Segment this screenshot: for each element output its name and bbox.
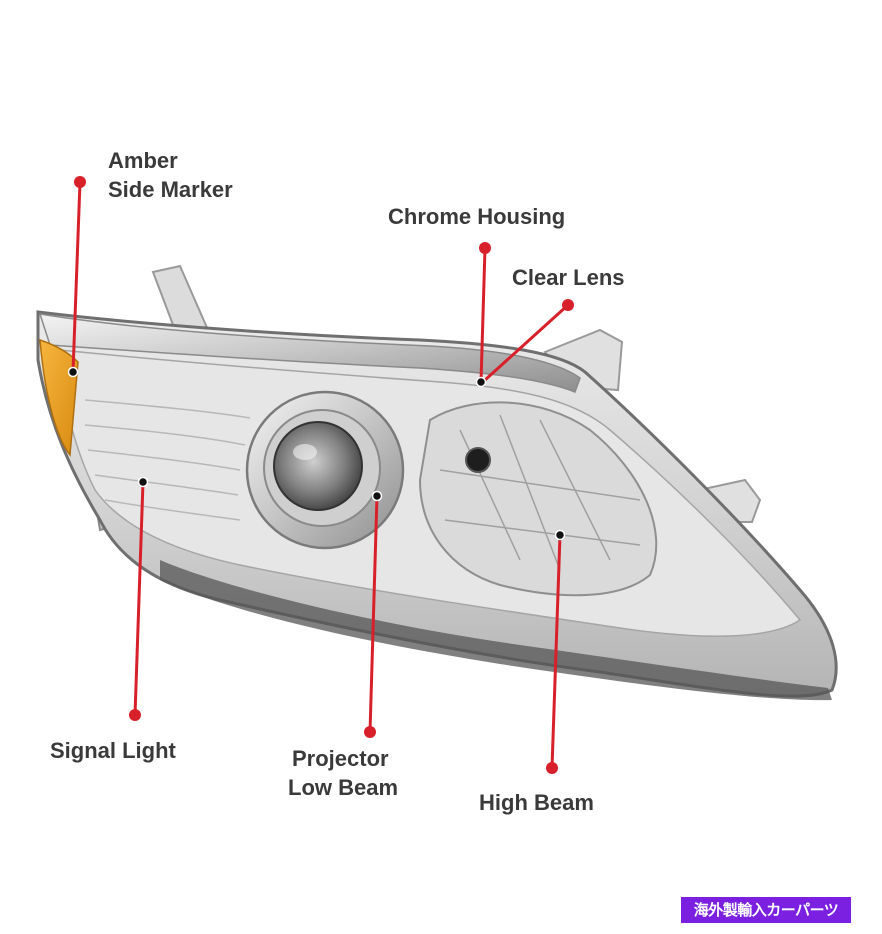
signal-light-reflector (84, 399, 251, 521)
anchor-dots (67, 366, 566, 541)
chrome-housing-rim (38, 313, 581, 393)
shop-badge: 海外製輸入カーパーツ (681, 897, 851, 923)
label-amber-line2: Side Marker (108, 177, 233, 202)
high-beam-bulb-socket (465, 447, 491, 473)
label-projector-line2: Low Beam (288, 775, 399, 800)
amber-side-marker (39, 338, 79, 457)
label-amber-line1: Amber (108, 148, 178, 173)
projector-lens (273, 421, 363, 511)
label-projector-line1: Projector (292, 746, 389, 771)
label-high-beam: High Beam (479, 790, 594, 815)
label-signal-light: Signal Light (50, 738, 176, 763)
label-amber-side-marker: Amber Side Marker (108, 146, 233, 204)
callout-dots (74, 176, 574, 774)
label-chrome-housing: Chrome Housing (388, 204, 566, 229)
label-projector-low-beam: Projector Low Beam (288, 744, 398, 802)
callout-lines (71, 181, 570, 769)
label-clear-lens: Clear Lens (512, 265, 625, 290)
